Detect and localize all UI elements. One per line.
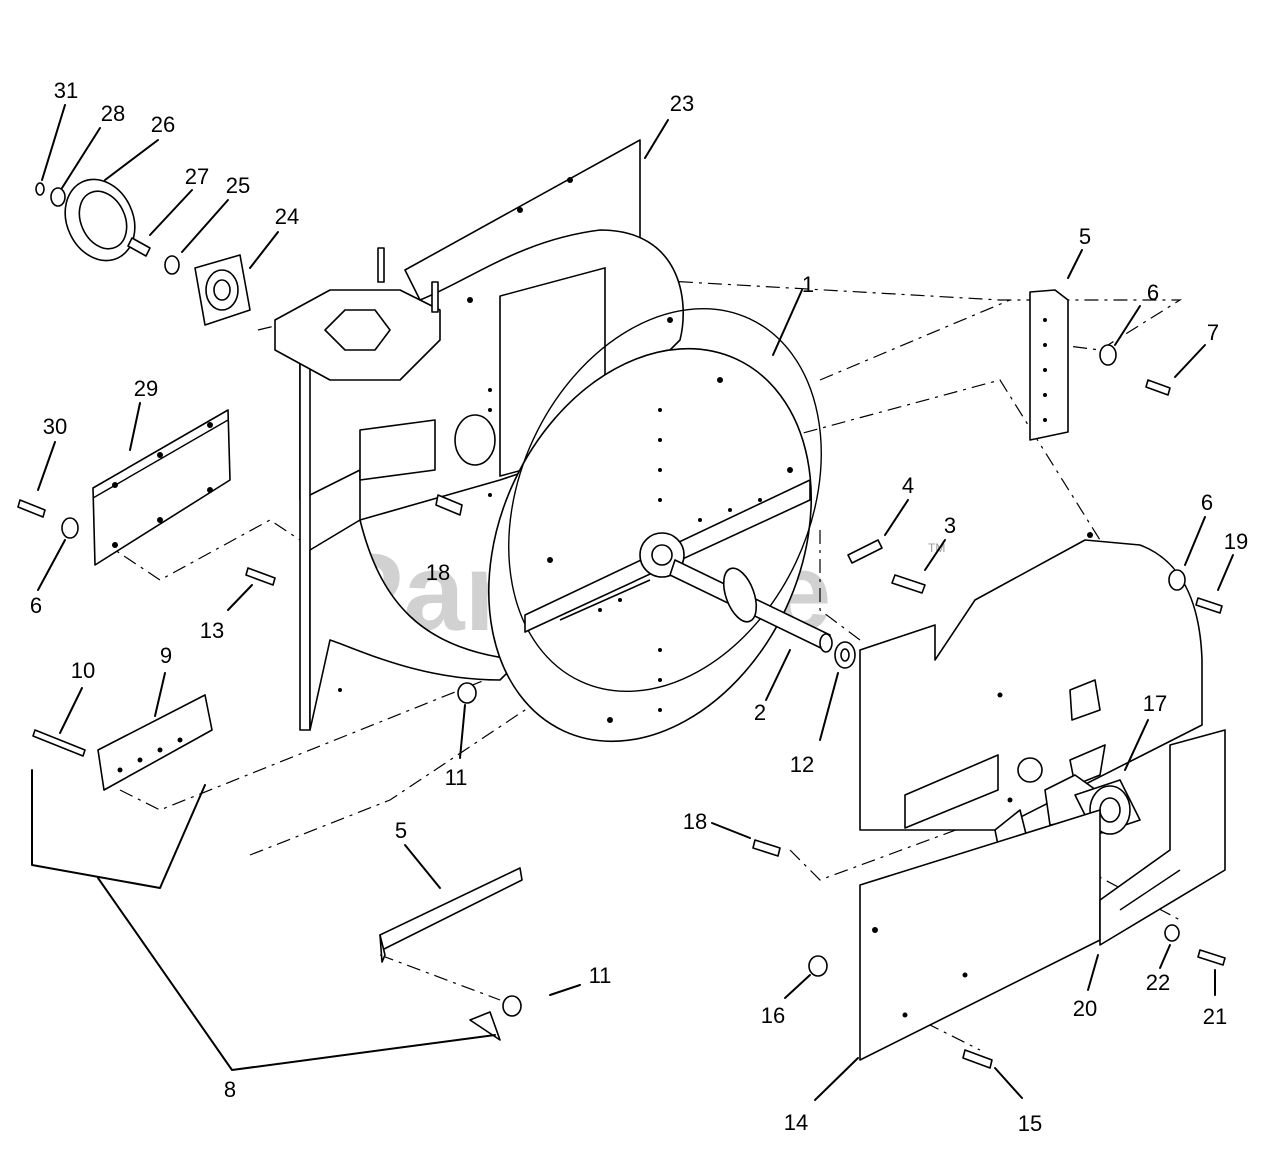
callout-2: 2 [754, 700, 766, 725]
callout-29: 29 [134, 376, 158, 401]
deflector-plate-29 [92, 409, 231, 566]
bearing-flange-26 [64, 178, 136, 262]
bolt-15 [962, 1049, 993, 1069]
callout-24: 24 [275, 204, 299, 229]
callout-11-upper: 11 [445, 765, 468, 790]
bolt-7 [1145, 379, 1171, 396]
impeller-shaft-2 [669, 559, 833, 653]
callout-5-lower: 5 [395, 818, 407, 843]
callout-21: 21 [1203, 1004, 1227, 1029]
callout-14: 14 [784, 1110, 808, 1135]
spacer-27 [127, 237, 151, 257]
bearing-24 [194, 254, 251, 326]
callout-11-lower: 11 [589, 963, 612, 988]
callout-12: 12 [790, 752, 814, 777]
angle-bracket-5-upper [1029, 289, 1069, 441]
washer-6-left [61, 517, 79, 539]
nut-11-upper [457, 682, 477, 704]
bolt-19 [1195, 597, 1223, 614]
callout-3: 3 [944, 513, 956, 538]
callout-15: 15 [1018, 1111, 1042, 1136]
bolt-30 [17, 499, 46, 518]
bolt-21 [1197, 949, 1226, 966]
callout-4: 4 [902, 473, 914, 498]
bolt-13 [245, 567, 276, 586]
callout-28: 28 [101, 101, 125, 126]
callout-17: 17 [1143, 691, 1167, 716]
key-4 [847, 539, 883, 564]
callout-10: 10 [71, 658, 95, 683]
impeller-disc-1 [487, 307, 822, 743]
callout-25: 25 [226, 173, 250, 198]
callout-27: 27 [185, 164, 209, 189]
callout-9: 9 [160, 643, 172, 668]
washer-12 [834, 641, 856, 669]
scraper-bar-9 [97, 694, 213, 791]
leader-lines [31, 104, 1234, 1101]
side-plate-upper [859, 532, 1203, 856]
nut-11-lower [469, 995, 522, 1041]
washer-6-right [1168, 569, 1186, 591]
callout-18-lower: 18 [683, 809, 707, 834]
nut-25 [164, 255, 180, 275]
callout-23: 23 [670, 91, 694, 116]
bolt-18-upper [435, 494, 463, 516]
callout-6-right: 6 [1201, 490, 1213, 515]
bracket-20 [1099, 729, 1226, 946]
bolt-3 [891, 574, 926, 594]
callout-labels: 31 28 26 27 25 24 23 1 5 6 7 29 30 6 18 … [30, 78, 1248, 1136]
washer-22 [1164, 924, 1180, 942]
washer-28 [50, 187, 66, 207]
angle-bracket-5-lower [379, 867, 523, 963]
callout-30: 30 [43, 414, 67, 439]
callout-16: 16 [761, 1003, 785, 1028]
washer-6-upper [1099, 344, 1117, 366]
callout-8: 8 [224, 1077, 236, 1102]
callout-7: 7 [1207, 320, 1219, 345]
side-plate-14 [859, 809, 1101, 1061]
nut-16 [808, 955, 828, 977]
callout-20: 20 [1073, 996, 1097, 1021]
callout-5-upper: 5 [1079, 224, 1091, 249]
callout-18-upper: 18 [426, 560, 450, 585]
callout-22: 22 [1146, 970, 1170, 995]
callout-26: 26 [151, 112, 175, 137]
bolt-10 [32, 729, 86, 757]
ring-31 [35, 182, 45, 196]
callout-1: 1 [802, 272, 814, 297]
callout-6-left: 6 [30, 593, 42, 618]
callout-19: 19 [1224, 529, 1248, 554]
blower-housing-23 [274, 139, 684, 731]
callout-31: 31 [54, 78, 78, 103]
callout-6-upper: 6 [1147, 280, 1159, 305]
callout-13: 13 [200, 618, 224, 643]
bolt-18-lower [752, 839, 781, 857]
